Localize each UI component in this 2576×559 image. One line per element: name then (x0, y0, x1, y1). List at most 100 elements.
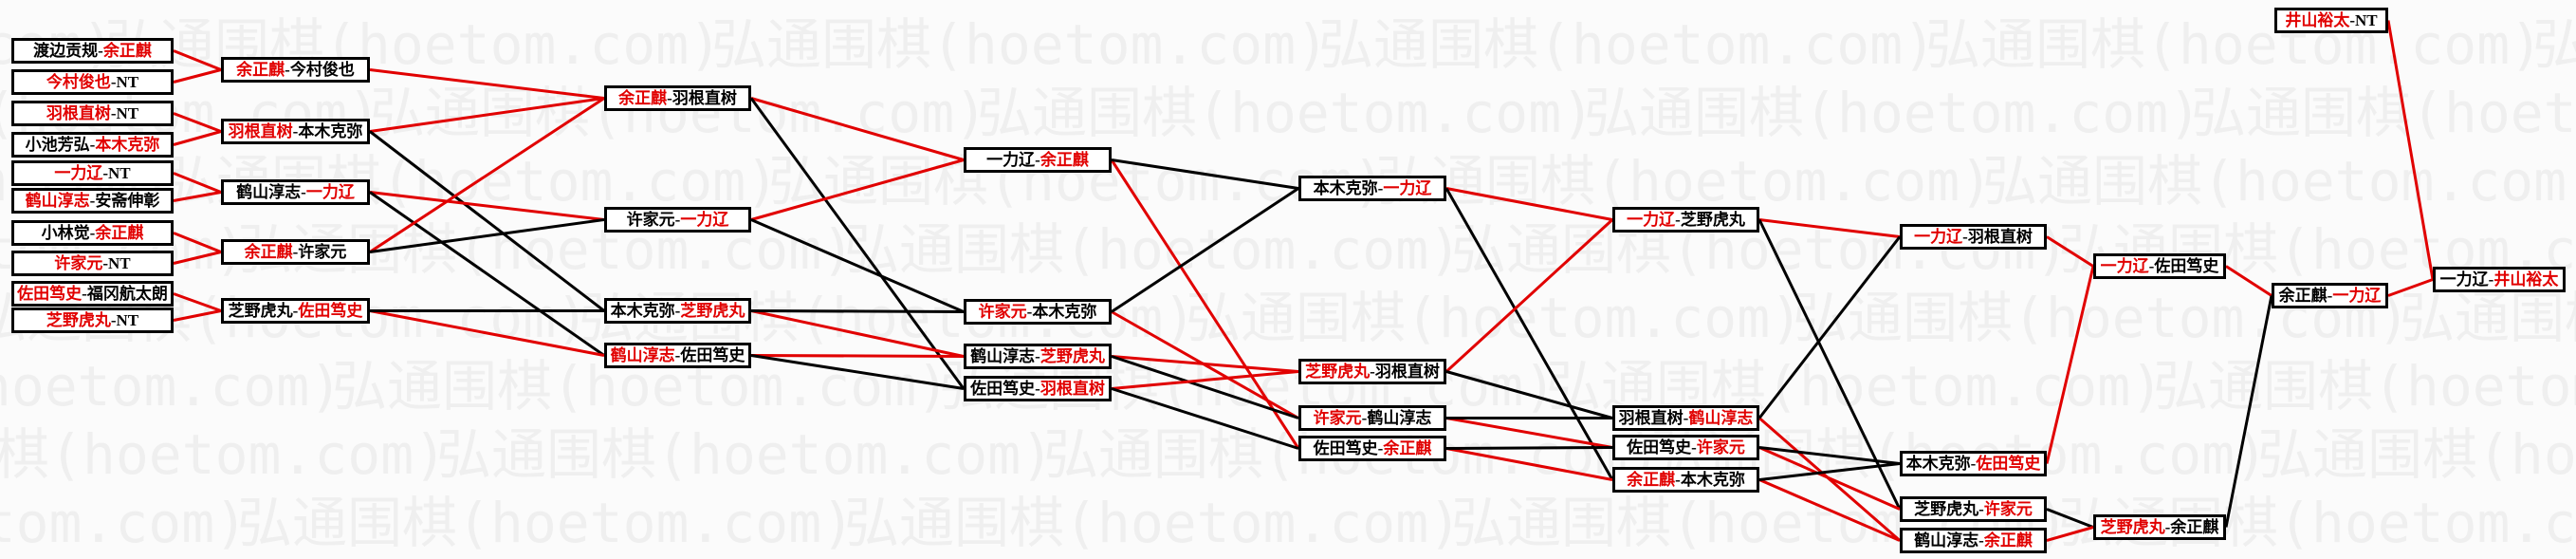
connector-line-red (2045, 266, 2095, 464)
separator: - (2349, 11, 2356, 29)
separator: - (2148, 257, 2155, 275)
separator: - (674, 302, 681, 320)
separator: - (301, 183, 306, 201)
player-name-winner: 羽根直树 (1040, 380, 1105, 398)
separator: - (89, 136, 96, 154)
connector-line-black (1445, 370, 1613, 419)
connector-line-red (1111, 355, 1299, 373)
player-name-winner: 鹤山淳志 (25, 192, 90, 210)
player-name: 本木克弥 (1680, 471, 1745, 489)
separator: - (102, 254, 109, 272)
separator: - (102, 164, 109, 182)
connector-line-black (2046, 508, 2094, 529)
connector-line-red (1758, 218, 1901, 238)
watermark-text: 弘通围棋(hoetom.com) (1584, 81, 2202, 145)
watermark-text: 弘通围棋(hoetom.com) (1982, 149, 2576, 214)
connector-line-red (173, 49, 222, 71)
player-name-winner: 本木克弥 (95, 136, 160, 154)
match-box-c10b1: 井山裕太-NT (2274, 8, 2388, 33)
connector-line-red (2046, 235, 2094, 268)
connector-line-red (2387, 278, 2434, 297)
player-name-winner: 一力辽 (2100, 257, 2149, 275)
connector-line-red (750, 309, 965, 358)
separator: - (1035, 380, 1040, 398)
player-name-winner: 许家元 (1696, 438, 1745, 457)
player-name-winner: 羽根直树 (46, 104, 111, 122)
match-box-c2b5: 芝野虎丸-佐田笃史 (221, 298, 370, 324)
player-name: 鹤山淳志 (1914, 531, 1979, 550)
connector-line-black (369, 130, 605, 312)
player-name-winner: 鹤山淳志 (610, 346, 675, 364)
watermark-text: 弘通围棋(hoetom.com) (0, 491, 248, 555)
separator: - (1683, 409, 1689, 427)
match-box-c1b3: 羽根直树-NT (11, 101, 174, 126)
player-name-winner: 井山裕太 (2493, 270, 2559, 289)
separator: - (292, 122, 299, 140)
player-name: 鹤山淳志 (236, 183, 302, 201)
match-box-c2b3: 鹤山淳志-一力辽 (221, 179, 370, 205)
separator: - (1026, 303, 1033, 321)
match-box-c4b3: 鹤山淳志-芝野虎丸 (964, 344, 1112, 369)
match-box-c1b5: 一力辽-NT (11, 160, 174, 186)
player-name-winner: 鹤山淳志 (1688, 409, 1754, 427)
connector-line-black (750, 309, 965, 313)
player-name: 佐田笃史 (2154, 257, 2219, 275)
match-box-c7b1: 一力辽-羽根直树 (1900, 224, 2047, 250)
player-name: 本木克弥 (610, 302, 675, 320)
player-name-winner: 芝野虎丸 (1305, 363, 1371, 381)
connector-line-red (173, 172, 222, 194)
connector-line-black (1757, 235, 1902, 419)
match-box-c1b8: 许家元-NT (11, 251, 174, 276)
player-name-winner: 佐田笃史 (1976, 455, 2041, 473)
separator: - (285, 61, 290, 79)
player-name: 本木克弥 (1313, 179, 1378, 197)
connector-line-red (1758, 478, 1901, 542)
watermark-text: 弘通围棋(hoetom.com) (711, 12, 1330, 77)
separator: - (1675, 211, 1681, 229)
watermark-text: 弘通围棋(hoetom.com) (436, 422, 1055, 487)
match-box-c4b2: 许家元-本木克弥 (964, 299, 1112, 325)
player-name-winner: 余正麒 (244, 243, 293, 261)
connector-line-red (369, 97, 605, 133)
player-name-winner: 余正麒 (1627, 471, 1676, 489)
separator: - (1675, 471, 1681, 489)
watermark-text: 弘通围棋(hoetom.com) (844, 491, 1463, 555)
separator: - (292, 243, 299, 261)
connector-line-red (750, 354, 965, 358)
player-name: 今村俊也 (289, 61, 355, 79)
separator: - (292, 302, 299, 320)
player-name: 一力辽 (2439, 270, 2489, 289)
connector-line-black (2224, 295, 2273, 528)
player-name: 小林觉 (41, 224, 90, 242)
player-name: NT (116, 311, 139, 329)
match-box-c5b3: 许家元-鹤山淳志 (1298, 405, 1446, 431)
connector-line-red (369, 191, 605, 221)
player-name: 羽根直树 (672, 89, 737, 107)
separator: - (89, 224, 96, 242)
match-box-c1b6: 鹤山淳志-安斋伸彰 (11, 188, 174, 214)
connector-line-red (2225, 265, 2272, 297)
player-name: 本木克弥 (1032, 303, 1097, 321)
match-box-c6b3: 佐田笃史-许家元 (1612, 435, 1759, 460)
player-name: NT (108, 254, 131, 272)
player-name: 芝野虎丸 (1680, 211, 1745, 229)
match-box-c8b2: 芝野虎丸-余正麒 (2093, 514, 2226, 540)
separator: - (1035, 347, 1040, 365)
player-name: 羽根直树 (1967, 228, 2033, 246)
match-box-c2b1: 余正麒-今村俊也 (221, 57, 370, 83)
match-box-c2b2: 羽根直树-本木克弥 (221, 119, 370, 144)
player-name-winner: 许家元 (54, 254, 103, 272)
separator: - (1377, 439, 1384, 457)
watermark-text: 弘通围棋(hoetom.com) (1318, 12, 1937, 77)
connector-line-black (750, 218, 965, 313)
watermark-text: 弘通围棋(hoetom.com) (2191, 81, 2576, 145)
match-box-c2b4: 余正麒-许家元 (221, 239, 370, 265)
separator: - (1361, 409, 1368, 427)
player-name-winner: 余正麒 (236, 61, 285, 79)
watermark-text: 弘通围棋(hoetom.com) (1375, 149, 1994, 214)
separator: - (667, 89, 672, 107)
match-box-c3b4: 鹤山淳志-佐田笃史 (604, 343, 751, 368)
player-name-winner: 芝野虎丸 (1040, 347, 1105, 365)
